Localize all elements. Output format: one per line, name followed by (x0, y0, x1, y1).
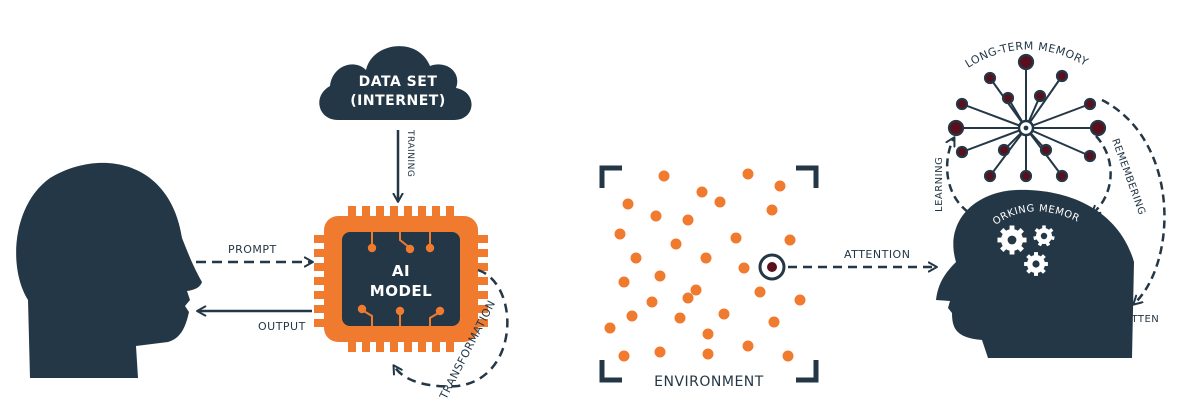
training-label: TRAINING (405, 129, 415, 177)
memory-node (947, 119, 965, 137)
memory-node (1039, 143, 1053, 157)
cloud-label-line1: DATA SET (359, 74, 438, 90)
forgotten-label: FORGOTTEN (1093, 314, 1160, 325)
memory-node (1083, 97, 1097, 111)
memory-link (1025, 103, 1091, 129)
chip-circuit-traces (357, 232, 445, 326)
particle-dot (626, 310, 638, 322)
memory-node (983, 71, 997, 85)
particle-dot (718, 308, 730, 320)
environment-frame (599, 165, 819, 383)
prompt-label: PROMPT (228, 243, 277, 256)
forgetting-arrow (1059, 259, 1110, 306)
middle-panel: ATTENTION ENVIRONMENT (599, 165, 936, 390)
user-head-silhouette (16, 162, 203, 378)
gear-icon (997, 225, 1027, 255)
particle-dot (646, 296, 658, 308)
particle-dot (742, 168, 754, 180)
particle-dot (690, 284, 702, 296)
chip-label-line2: MODEL (370, 282, 432, 300)
particle-dot (754, 286, 766, 298)
particle-dot (682, 214, 694, 226)
memory-node (1055, 69, 1069, 83)
particle-dot (654, 346, 666, 358)
left-panel: DATA SET (INTERNET) TRAINING PROMPT OUTP… (16, 46, 509, 400)
particle-dot (768, 316, 780, 328)
memory-link (1025, 75, 1063, 129)
memory-link (1025, 127, 1091, 157)
particle-dot (766, 204, 778, 216)
memory-link (961, 103, 1027, 129)
particle-dot (650, 210, 662, 222)
remembering-label: REMEMBERING (1109, 137, 1147, 217)
particle-dot (674, 312, 686, 324)
particle-dot (700, 252, 712, 264)
particle-dot (730, 232, 742, 244)
memory-node (1001, 91, 1015, 105)
particle-dot (614, 228, 626, 240)
particle-dot (794, 294, 806, 306)
remembering-arrow (1092, 135, 1112, 214)
memory-node (1017, 53, 1035, 71)
ai-model-chip: AI MODEL (314, 206, 488, 352)
particle-dot (702, 328, 714, 340)
particle-dot (622, 198, 634, 210)
chip-label-line1: AI (392, 262, 410, 280)
memory-node (1089, 119, 1107, 137)
particle-dot (696, 186, 708, 198)
memory-node (955, 97, 969, 111)
data-set-cloud: DATA SET (INTERNET) (319, 46, 472, 121)
memory-node (1033, 89, 1047, 103)
particle-dot (682, 292, 694, 304)
particle-dot (782, 350, 794, 362)
chip-pins (314, 206, 488, 352)
attention-focus-point (758, 253, 786, 281)
particle-dot (784, 234, 796, 246)
memory-hub (1017, 119, 1035, 137)
particle-dot (658, 170, 670, 182)
particle-dot (702, 348, 714, 360)
particle-dot (670, 238, 682, 250)
transformation-loop-arrow (394, 268, 509, 388)
particle-dot (618, 350, 630, 362)
long-term-memory-network (947, 53, 1107, 183)
memory-link (961, 127, 1027, 153)
learning-arrow (947, 138, 969, 213)
particle-dot (618, 276, 630, 288)
cloud-label-line2: (INTERNET) (350, 93, 445, 109)
gear-icon (1024, 252, 1048, 276)
memory-node (983, 169, 997, 183)
memory-node (955, 145, 969, 159)
attention-label: ATTENTION (844, 248, 910, 261)
memory-node (997, 143, 1011, 157)
particle-dot (742, 340, 754, 352)
memory-node (1019, 169, 1033, 183)
particle-dot (738, 262, 750, 274)
memory-node (1083, 149, 1097, 163)
particle-dot (654, 270, 666, 282)
learning-label: LEARNING (934, 157, 945, 212)
output-label: OUTPUT (258, 320, 306, 333)
particle-dot (774, 180, 786, 192)
forgetting-loop-arrow (1101, 98, 1166, 304)
particle-dot (630, 252, 642, 264)
environment-label: ENVIRONMENT (654, 374, 764, 390)
particle-dot (714, 196, 726, 208)
particle-dot (604, 322, 616, 334)
environment-particles (604, 168, 806, 362)
memory-node (1055, 169, 1069, 183)
working-memory-gears (997, 225, 1055, 276)
gear-icon (1033, 225, 1055, 247)
